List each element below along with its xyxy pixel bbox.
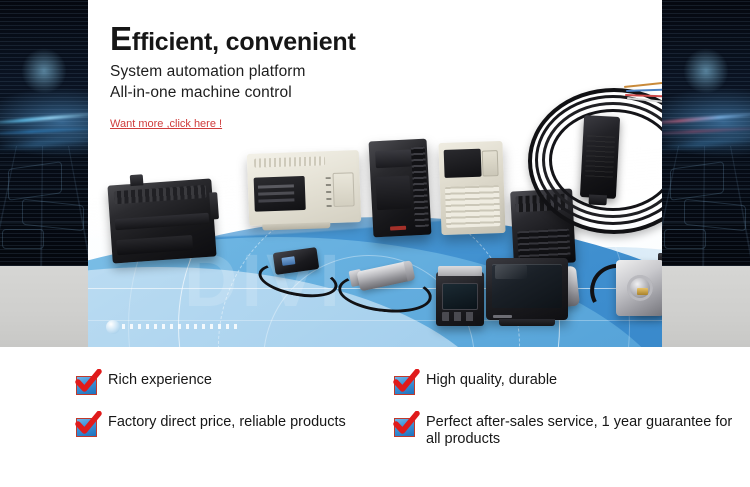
product-detail (441, 311, 479, 321)
checkmark-icon (393, 411, 420, 438)
product-proximity-sensor (336, 260, 434, 317)
feature-list-section: Rich experience High quality, durable (0, 347, 750, 487)
cable-coil (549, 109, 662, 211)
product-servo-motor (583, 253, 662, 326)
check-tick (393, 411, 420, 434)
subheadline-line-1: System automation platform (110, 62, 306, 80)
headline-block: Efficient, convenient System automation … (110, 22, 356, 132)
feature-label: Perfect after-sales service, 1 year guar… (426, 414, 733, 447)
product-detail (325, 176, 332, 208)
feature-grid: Rich experience High quality, durable (75, 369, 736, 448)
bead-accent (106, 320, 120, 334)
check-tick (393, 369, 420, 392)
product-detail (658, 253, 662, 264)
product-detail (443, 149, 482, 178)
product-detail (445, 185, 501, 228)
product-temperature-controller (436, 266, 484, 326)
headline-drop-cap: E (110, 20, 132, 57)
product-detail (481, 150, 499, 177)
feature-item: Factory direct price, reliable products (75, 411, 386, 448)
product-detail (253, 175, 306, 213)
tech-background-right (662, 0, 750, 266)
product-detail (437, 266, 483, 276)
product-detail (588, 194, 607, 206)
subheadline-line-2: All-in-one machine control (110, 83, 292, 101)
wire (623, 79, 662, 88)
wire-bundle (623, 79, 662, 105)
page-title: Efficient, convenient (110, 22, 356, 57)
product-body (579, 115, 621, 206)
product-detail (492, 314, 513, 318)
feature-label: Factory direct price, reliable products (108, 414, 346, 430)
feature-item: Perfect after-sales service, 1 year guar… (393, 411, 736, 448)
product-detail (499, 319, 555, 326)
check-tick (75, 369, 102, 392)
hero-banner: DIVI Efficient, convenient System automa… (0, 0, 750, 347)
horizon-line (88, 288, 662, 289)
feature-item: High quality, durable (393, 369, 736, 396)
cable-coil (528, 88, 662, 234)
product-detail (517, 228, 571, 260)
tech-background-left (0, 0, 88, 266)
gray-band-right (662, 266, 750, 347)
cable-coil (535, 95, 662, 225)
headline-rest: fficient, convenient (131, 28, 356, 56)
product-servo-drive-beige (438, 140, 506, 236)
gray-band-left (0, 266, 88, 347)
wire (625, 87, 662, 92)
tech-shape (664, 228, 706, 249)
checkmark-icon (75, 369, 102, 396)
cable-coil (542, 102, 662, 218)
tech-shape (2, 228, 44, 249)
product-detail (129, 174, 144, 187)
product-servo-drive-tall (368, 138, 432, 238)
product-detail (636, 287, 648, 295)
product-plc-cream-module (246, 150, 362, 231)
product-hmi-touch-panel (486, 258, 568, 326)
dotted-accent (122, 324, 242, 329)
product-detail (332, 171, 356, 207)
checkmark-icon (393, 369, 420, 396)
product-display (441, 282, 479, 310)
want-more-link[interactable]: Want more ,click here ! (110, 118, 223, 131)
product-label-sticker (585, 134, 615, 178)
feature-label: Rich experience (108, 372, 212, 388)
product-detail (374, 148, 412, 169)
product-plc-dark-module (107, 174, 219, 264)
glow-dot (683, 47, 729, 94)
banner-stage: DIVI Efficient, convenient System automa… (88, 0, 662, 347)
product-detail (375, 175, 412, 211)
product-display (491, 263, 563, 309)
product-fiber-amplifier-sensor (520, 79, 662, 234)
horizon-line (88, 320, 662, 321)
product-photoelectric-sensor (255, 247, 341, 303)
check-tick (75, 411, 102, 434)
checkmark-icon (75, 411, 102, 438)
glow-dot (21, 47, 67, 94)
feature-item: Rich experience (75, 369, 386, 396)
feature-label: High quality, durable (426, 372, 558, 388)
